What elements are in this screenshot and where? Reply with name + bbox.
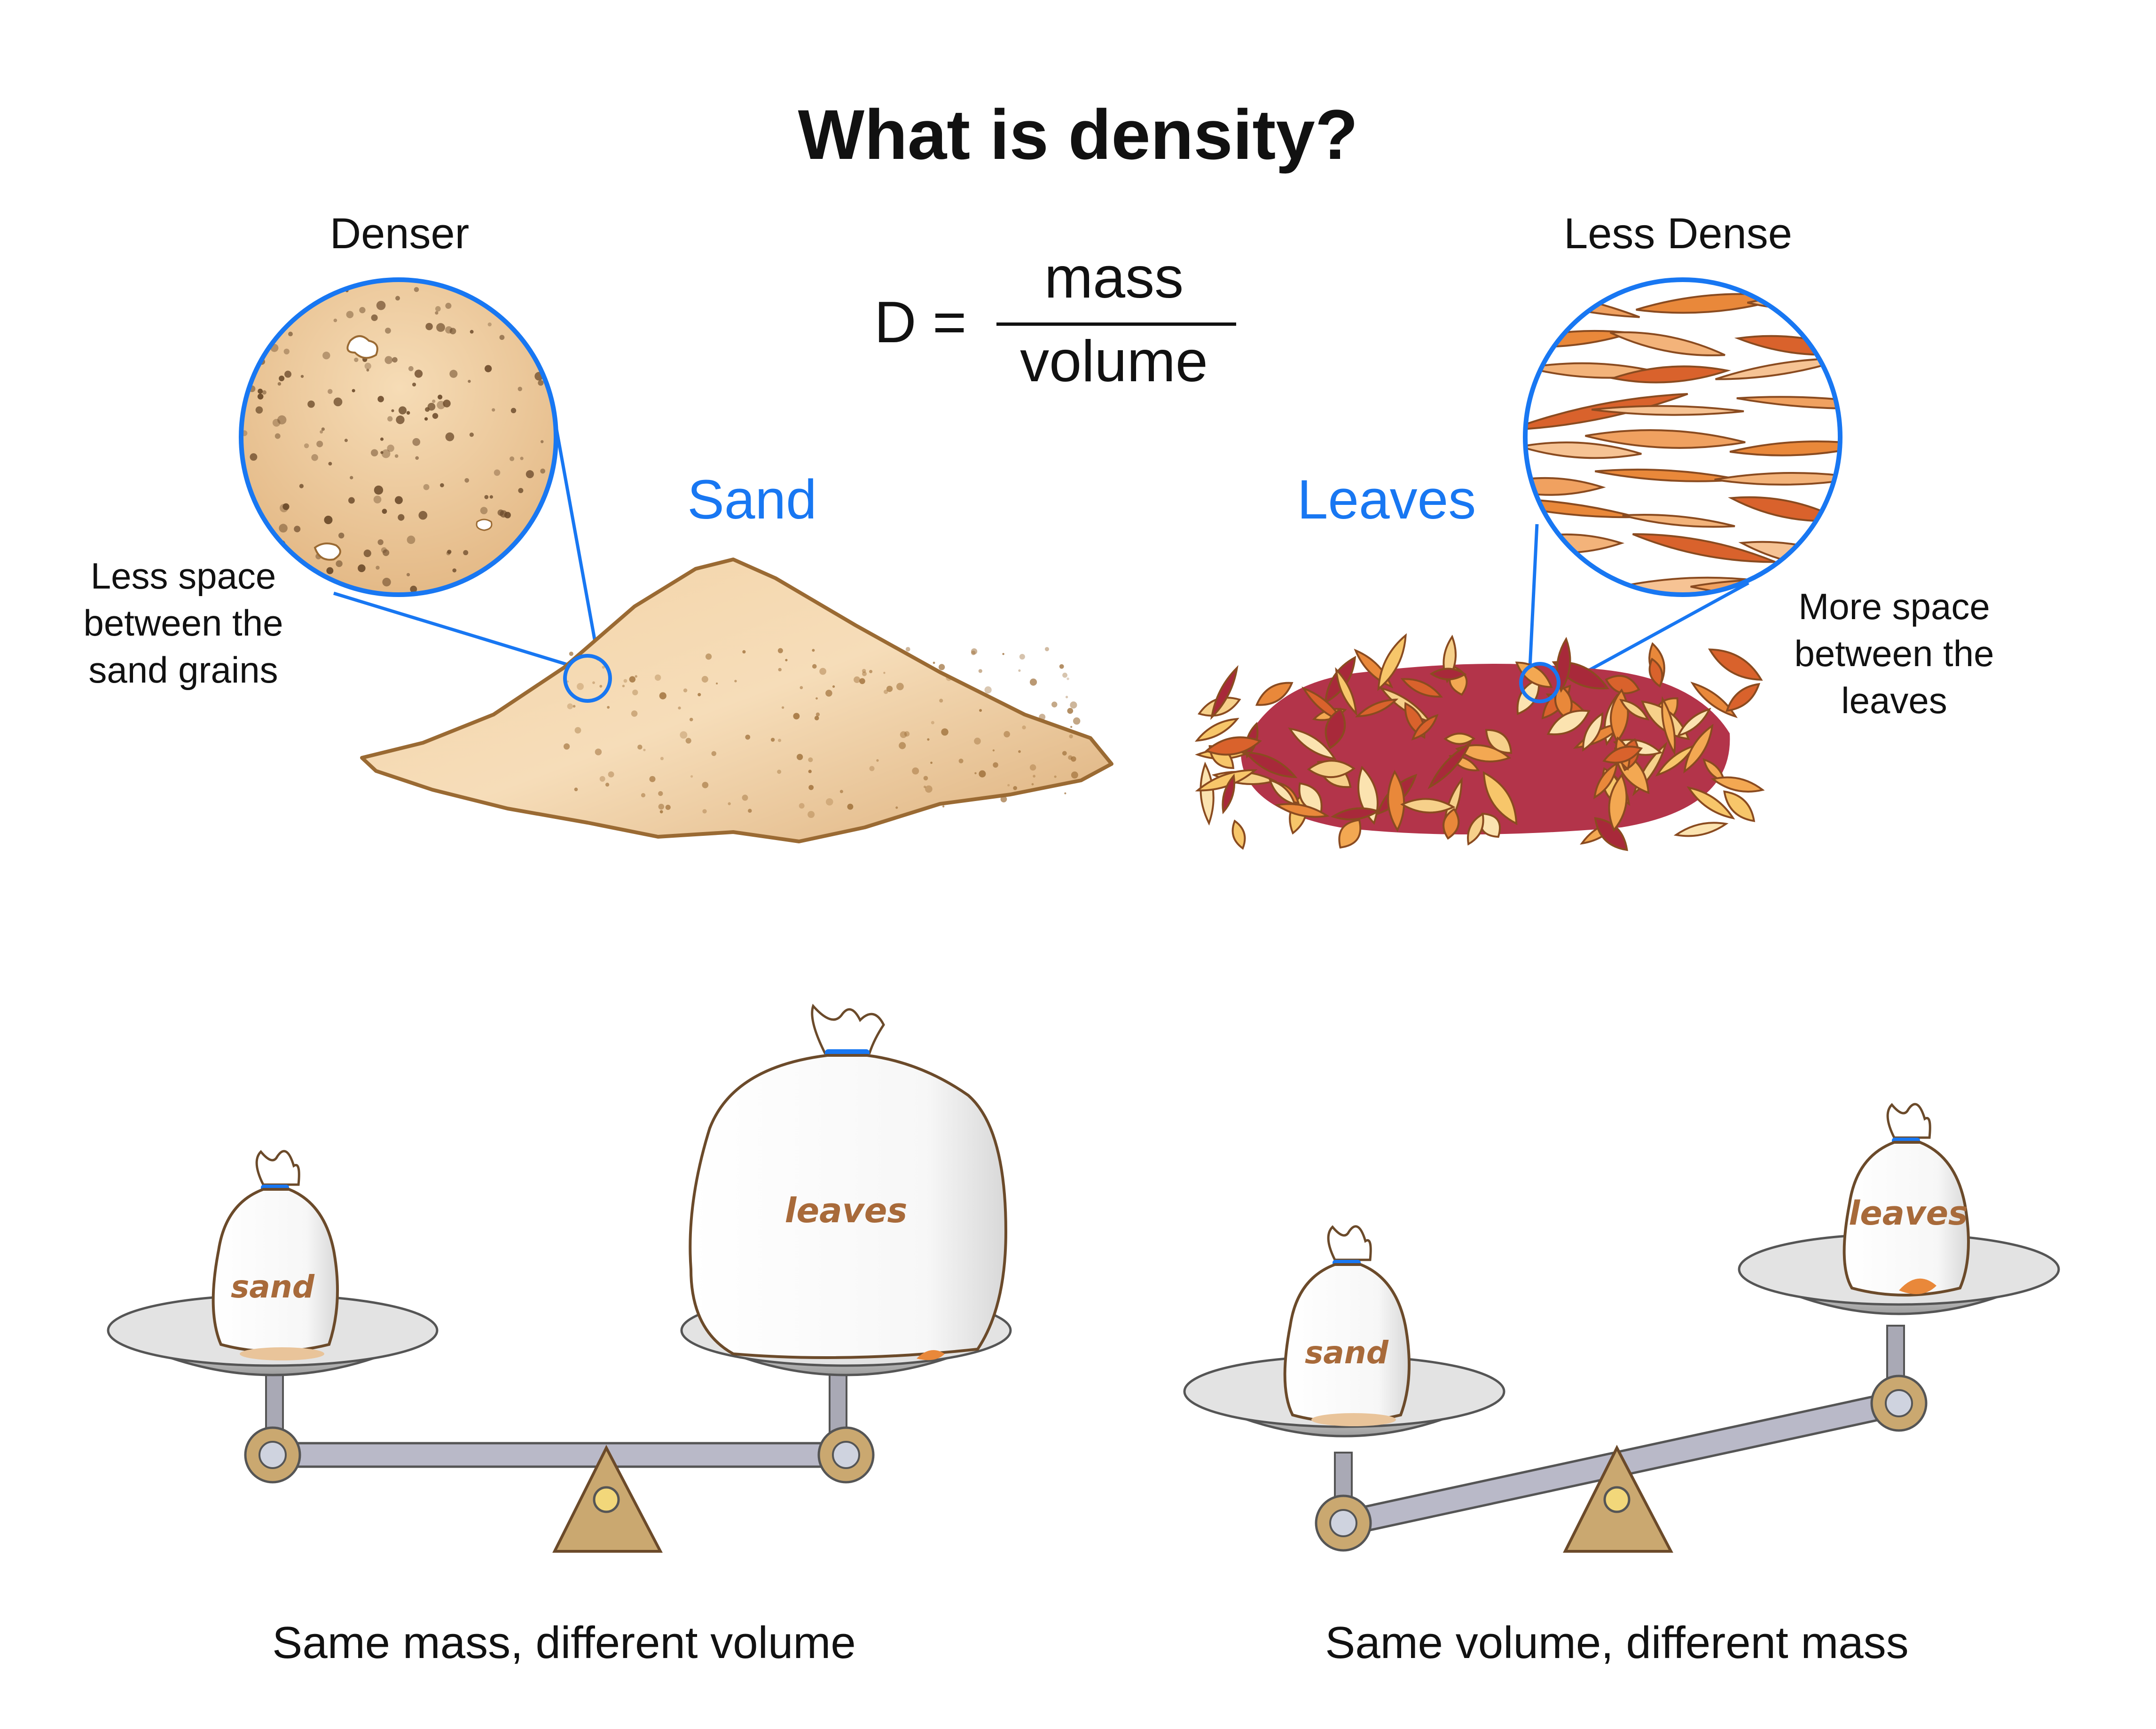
sand-bag-right — [1283, 1225, 1411, 1426]
leaves-bag-right — [1842, 1103, 1970, 1297]
denser-label: Denser — [329, 210, 470, 258]
leaves-note: More space between the leaves — [1794, 586, 1994, 721]
bag-label-sand-right: sand — [1305, 1335, 1389, 1371]
formula-denominator: volume — [1020, 329, 1208, 394]
sand-pile — [360, 558, 1113, 843]
balance-scale-right — [1183, 1103, 2060, 1553]
formula-numerator: mass — [1044, 245, 1184, 310]
density-formula: D = mass volume — [855, 244, 1241, 400]
sand-label: Sand — [687, 469, 817, 531]
formula-lhs: D = — [874, 290, 967, 355]
bag-label-leaves-right: leaves — [1849, 1194, 1968, 1233]
page-title: What is density? — [798, 95, 1358, 174]
leaves-zoom-circle — [1523, 277, 1842, 693]
sand-note: Less space between the sand grains — [83, 555, 283, 691]
caption-left: Same mass, different volume — [272, 1618, 856, 1668]
leaves-label: Leaves — [1297, 469, 1476, 531]
less-dense-label: Less Dense — [1564, 210, 1792, 258]
caption-right: Same volume, different mass — [1325, 1618, 1909, 1668]
fraction-bar — [996, 322, 1236, 326]
balance-scale-left — [107, 1004, 1012, 1553]
bag-label-leaves-left: leaves — [785, 1191, 908, 1230]
leaves-bag-large — [689, 1004, 1008, 1360]
sand-bag-small — [212, 1150, 339, 1360]
sand-zoom-circle — [239, 277, 606, 692]
leaf-pile — [1194, 633, 1765, 851]
bag-label-sand-left: sand — [231, 1269, 315, 1305]
